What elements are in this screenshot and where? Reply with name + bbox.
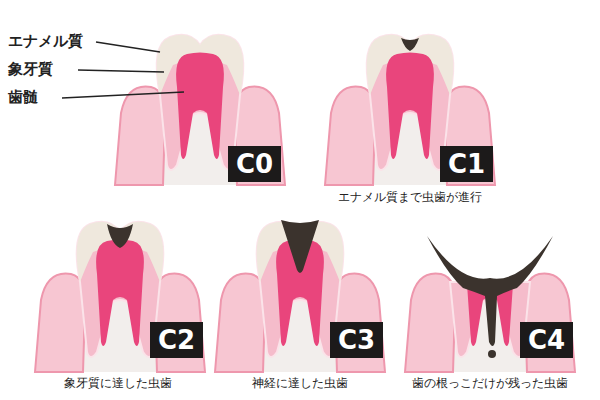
stage-caption: 神経に達した虫歯 [252, 376, 348, 390]
stage-box: C0 [228, 146, 281, 182]
stage-box: C1 [440, 146, 493, 182]
stage-code: C3 [338, 325, 375, 355]
stage-caption: エナメル質まで虫歯が進行 [338, 190, 482, 204]
part-name: 象牙質 [8, 60, 53, 78]
stage-code: C0 [236, 149, 273, 179]
leader-line [78, 70, 164, 72]
stage-caption: 象牙質に達した虫歯 [64, 376, 172, 390]
leader-line [62, 92, 184, 98]
stage-box: C4 [520, 322, 573, 358]
stage-code: C1 [448, 149, 485, 179]
part-name: エナメル質 [8, 32, 83, 50]
stage-caption: 歯の根っこだけが残った虫歯 [412, 376, 568, 390]
leader-line [96, 42, 160, 52]
stage-box: C2 [150, 322, 203, 358]
stage-box: C3 [330, 322, 383, 358]
stage-code: C2 [158, 325, 195, 355]
part-name: 歯髄 [8, 88, 38, 106]
stage-code: C4 [528, 325, 565, 355]
